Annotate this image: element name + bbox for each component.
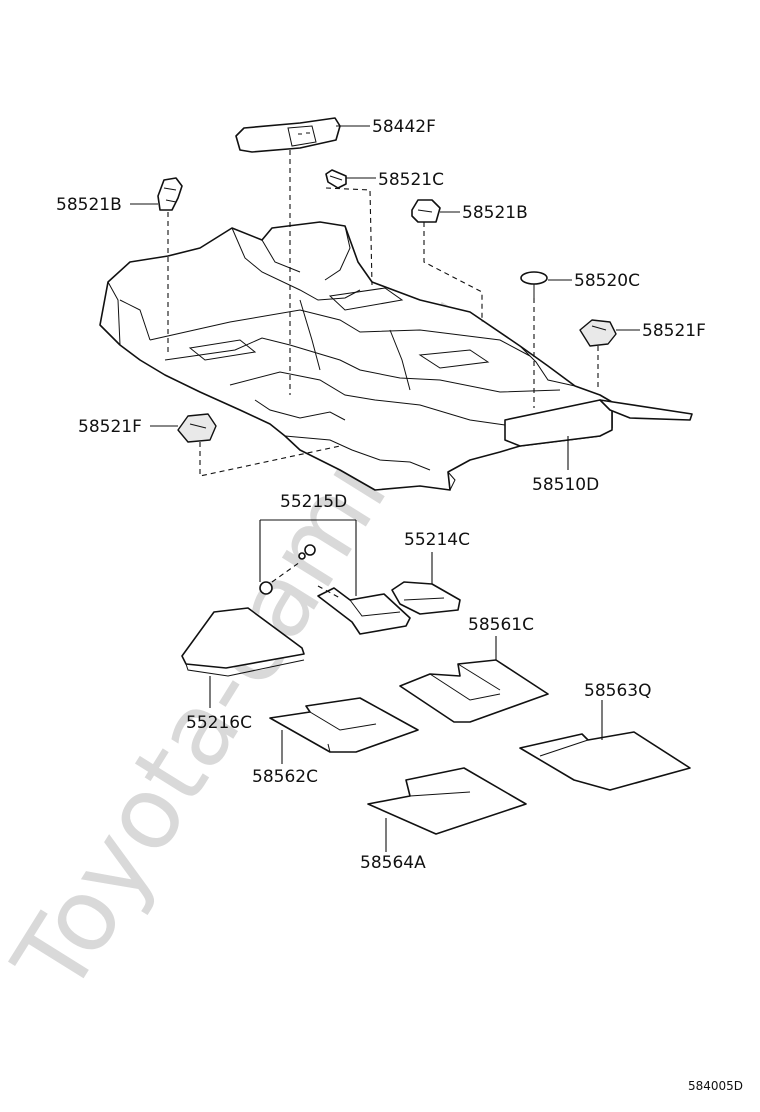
label-55214C: 55214C: [404, 530, 470, 550]
label-58521B-right: 58521B: [462, 203, 528, 223]
mat-55215D-area: [259, 544, 411, 635]
label-58521F-left: 58521F: [78, 417, 142, 437]
label-58562C: 58562C: [252, 767, 318, 787]
label-58521B-left: 58521B: [56, 195, 122, 215]
mat-55216C: [181, 607, 305, 677]
label-58564A: 58564A: [360, 853, 426, 873]
mat-58561C: [399, 659, 549, 723]
retainer-58521F-right: [579, 319, 617, 347]
label-58521F-right: 58521F: [642, 321, 706, 341]
label-55216C: 55216C: [186, 713, 252, 733]
label-58563Q: 58563Q: [584, 681, 651, 701]
label-55215D: 55215D: [280, 492, 347, 512]
label-58521C: 58521C: [378, 170, 444, 190]
clip-58521B-right: [411, 199, 441, 223]
label-58520C: 58520C: [574, 271, 640, 291]
pad-58442F: [235, 117, 341, 153]
retainer-58521F-left: [177, 413, 217, 443]
plug-58520C: [520, 271, 548, 298]
mat-58562C: [269, 697, 419, 753]
mat-58564A: [367, 767, 527, 835]
diagram-code: 584005D: [688, 1079, 743, 1093]
floor-carpet-58510D: [99, 221, 693, 491]
mat-58563Q: [519, 731, 691, 791]
mat-55214C: [391, 581, 461, 615]
label-58510D: 58510D: [532, 475, 599, 495]
leader-lines: [130, 125, 640, 852]
label-58561C: 58561C: [468, 615, 534, 635]
label-58442F: 58442F: [372, 117, 436, 137]
clip-58521C: [325, 169, 347, 189]
clip-58521B-left: [157, 177, 183, 211]
